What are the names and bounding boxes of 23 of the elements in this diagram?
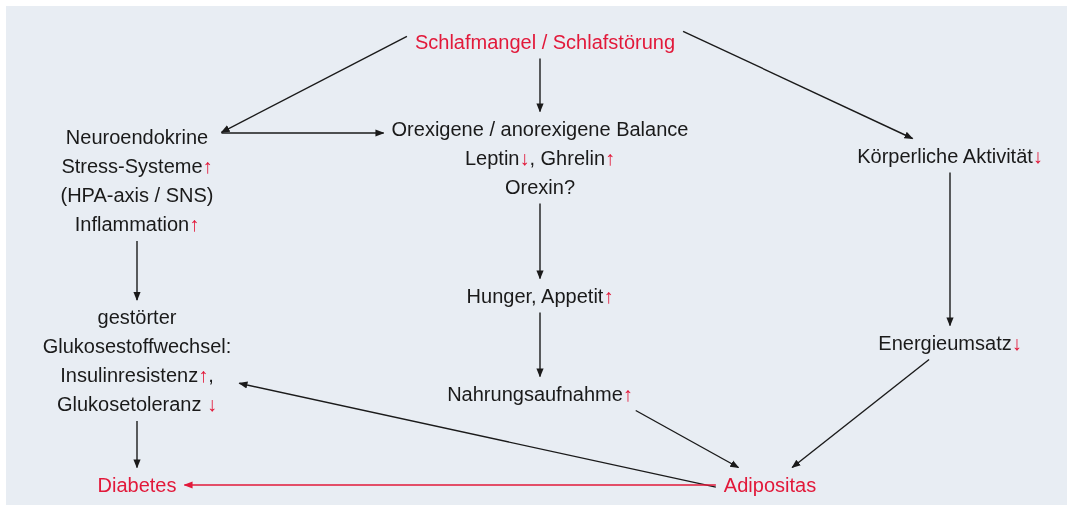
arrow — [791, 358, 930, 469]
arrow — [635, 409, 740, 469]
node-text: Neuroendokrine Stress-Systeme↑ (HPA-axis / SNS) Inflammation↑ — [59, 123, 215, 239]
node-text: Hunger, Appetit↑ — [465, 281, 615, 311]
arrow — [238, 381, 717, 488]
node-text: Nahrungsaufnahme↑ — [446, 379, 634, 409]
arrow — [220, 35, 408, 133]
arrow — [536, 311, 544, 378]
node-text: Körperliche Aktivität↓ — [856, 141, 1044, 171]
arrow — [133, 240, 141, 301]
arrow — [536, 57, 544, 113]
arrow — [183, 481, 717, 489]
node-text: Adipositas — [722, 470, 818, 500]
arrow — [682, 30, 914, 140]
node-text: gestörter Glukosestoffwechsel: Insulinresistenz↑, Glukosetoleranz ↓ — [41, 303, 233, 419]
arrow — [133, 420, 141, 469]
arrow — [946, 171, 954, 327]
node-text: Orexigene / anorexigene Balance Leptin↓, Ghrelin↑ Orexin? — [390, 114, 690, 202]
node-text: Energieumsatz↓ — [877, 328, 1023, 358]
node-text: Schlafmangel / Schlafstörung — [413, 27, 677, 57]
node-text: Diabetes — [96, 470, 178, 500]
arrow — [220, 129, 385, 137]
arrow — [536, 202, 544, 280]
